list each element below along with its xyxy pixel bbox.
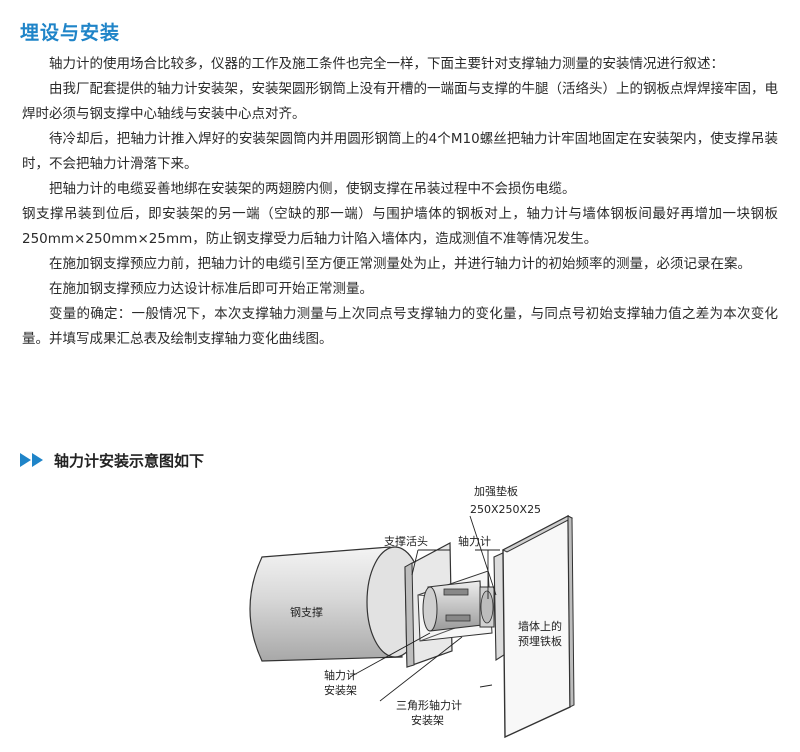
paragraph-normal-measure: 在施加钢支撑预应力达设计标准后即可开始正常测量。 <box>49 281 373 297</box>
paragraph-mount-weld: 由我厂配套提供的轴力计安装架，安装架圆形钢筒上没有开槽的一端面与支撑的牛腿（活络… <box>22 81 778 122</box>
wall-plate-label-1: 墙体上的 <box>518 619 562 633</box>
section-header: 轴力计安装示意图如下 <box>20 448 204 472</box>
gauge-mount-label-2: 安装架 <box>324 683 357 697</box>
wall-plate-label-2: 预埋铁板 <box>518 634 562 648</box>
tri-mount-label-1: 三角形轴力计 <box>396 698 462 712</box>
plate-label-2: 250X250X25 <box>470 503 541 516</box>
steel-strut-label: 钢支撑 <box>290 605 323 619</box>
double-arrow-icon <box>20 453 44 467</box>
paragraph-intro: 轴力计的使用场合比较多，仪器的工作及施工条件也完全一样，下面主要针对支撑轴力测量… <box>49 56 724 72</box>
steel-strut <box>249 546 424 662</box>
paragraph-cable: 把轴力计的电缆妥善地绑在安装架的两翅膀内侧，使钢支撑在吊装过程中不会损伤电缆。 <box>49 181 576 197</box>
wall-embedded-plate <box>501 514 575 739</box>
plate-label-1: 加强垫板 <box>474 484 518 498</box>
tri-mount-label-2: 安装架 <box>411 713 444 727</box>
gauge-label: 轴力计 <box>458 534 491 548</box>
paragraph-initial-frequency: 在施加钢支撑预应力前，把轴力计的电缆引至方便正常测量处为止，并进行轴力计的初始频… <box>49 256 751 272</box>
body-text: 轴力计的使用场合比较多，仪器的工作及施工条件也完全一样，下面主要针对支撑轴力测量… <box>22 52 778 352</box>
page-title: 埋设与安装 <box>20 22 121 44</box>
axial-force-gauge <box>479 586 495 628</box>
paragraph-hoisting: 钢支撑吊装到位后，即安装架的另一端（空缺的那一端）与围护墙体的钢板对上，轴力计与… <box>22 206 778 247</box>
paragraph-insert-gauge: 待冷却后，把轴力计推入焊好的安装架圆筒内并用圆形钢筒上的4个M10螺丝把轴力计牢… <box>22 131 778 172</box>
leader-lines <box>349 515 500 702</box>
gauge-mount-label-1: 轴力计 <box>324 668 357 682</box>
section-title: 轴力计安装示意图如下 <box>54 451 205 470</box>
paragraph-variation: 变量的确定：一般情况下，本次支撑轴力测量与上次同点号支撑轴力的变化量，与同点号初… <box>22 306 778 347</box>
installation-diagram: 加强垫板 250X250X25 支撑活头 轴力计 钢支撑 墙体上的 预埋铁板 轴… <box>249 484 575 739</box>
strut-head-label: 支撑活头 <box>384 534 428 548</box>
gauge-mount-cylinder <box>422 580 483 632</box>
